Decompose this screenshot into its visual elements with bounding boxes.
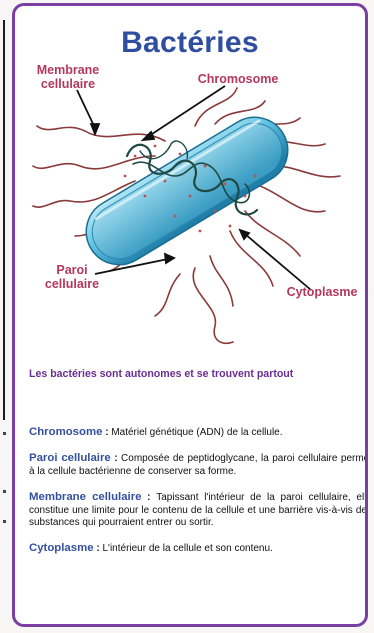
definition-membrane: Membrane cellulaire : Tapissant l'intéri… bbox=[29, 491, 368, 529]
caption-subtitle: Les bactéries sont autonomes et se trouv… bbox=[29, 368, 293, 380]
margin-dot bbox=[3, 490, 6, 493]
definition-separator: : bbox=[141, 492, 156, 503]
info-card: Bactéries bbox=[12, 3, 368, 627]
definition-chromosome: Chromosome : Matériel génétique (ADN) de… bbox=[29, 426, 368, 439]
definition-paroi: Paroi cellulaire : Composée de peptidogl… bbox=[29, 452, 368, 478]
margin-dot bbox=[3, 432, 6, 435]
definition-separator: : bbox=[111, 453, 121, 464]
margin-dot bbox=[3, 520, 6, 523]
label-chromosome: Chromosome bbox=[183, 72, 293, 86]
definition-term: Chromosome bbox=[29, 426, 102, 438]
definition-term: Membrane cellulaire bbox=[29, 491, 141, 503]
definition-cytoplasme: Cytoplasme : L'intérieur de la cellule e… bbox=[29, 542, 368, 555]
definition-term: Paroi cellulaire bbox=[29, 452, 111, 464]
label-paroi: Paroi cellulaire bbox=[37, 263, 107, 291]
definitions-list: Chromosome : Matériel génétique (ADN) de… bbox=[29, 426, 368, 569]
definition-text: Matériel génétique (ADN) de la cellule. bbox=[111, 427, 282, 438]
definition-separator: : bbox=[102, 427, 111, 438]
label-cytoplasme: Cytoplasme bbox=[272, 285, 368, 299]
label-membrane: Membrane cellulaire bbox=[23, 63, 113, 91]
bacteria-diagram bbox=[15, 6, 365, 366]
definition-term: Cytoplasme bbox=[29, 542, 94, 554]
definition-text: L'intérieur de la cellule et son contenu… bbox=[102, 543, 272, 554]
page-edge-rule bbox=[3, 20, 5, 420]
